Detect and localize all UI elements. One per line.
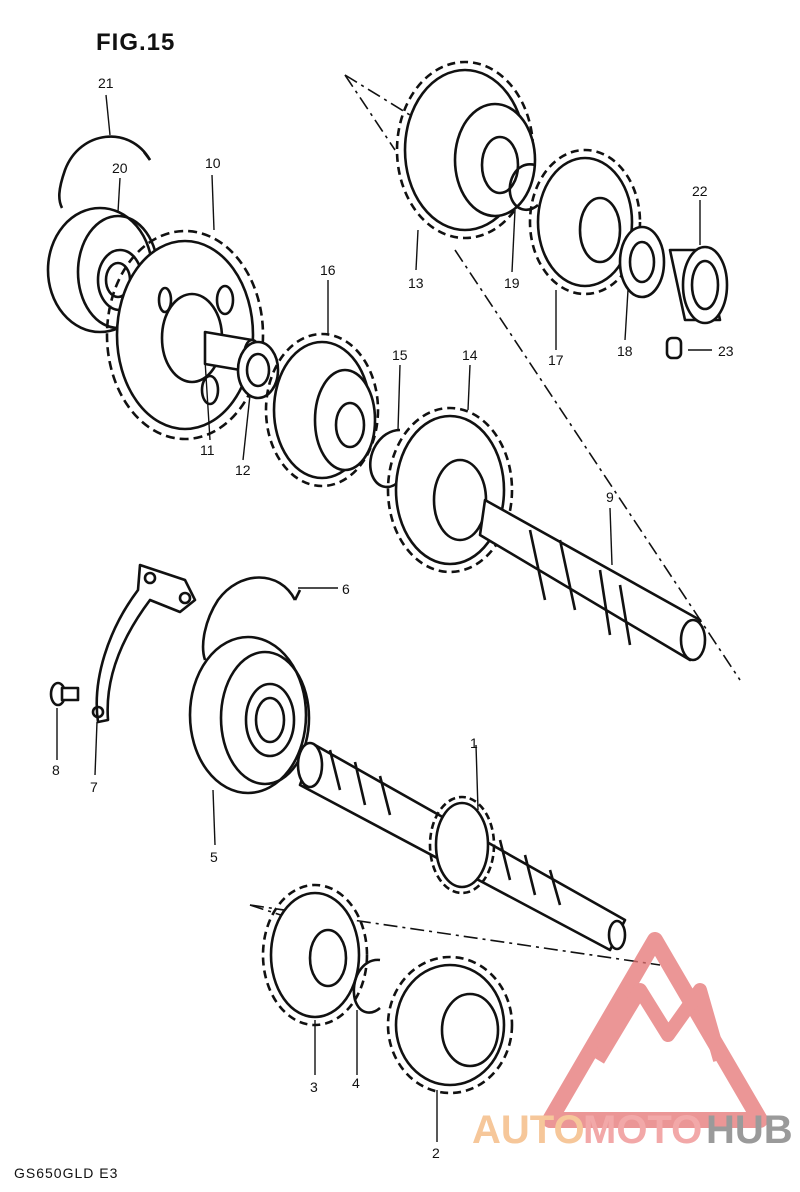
callout-10: 10 — [205, 155, 221, 171]
shaft-9 — [478, 498, 707, 662]
watermark-triangle-icon — [542, 932, 768, 1128]
model-code: GS650GLD E3 — [14, 1165, 118, 1181]
callout-20: 20 — [112, 160, 128, 176]
callout-5: 5 — [210, 849, 218, 865]
dowel-pin-23 — [665, 336, 712, 360]
countershaft-1 — [296, 741, 627, 952]
circlip-15 — [369, 428, 402, 489]
callout-9: 9 — [606, 489, 614, 505]
callout-16: 16 — [320, 262, 336, 278]
gear-17 — [528, 148, 642, 296]
callout-3: 3 — [310, 1079, 318, 1095]
washer-12 — [236, 340, 280, 400]
callout-6: 6 — [342, 581, 350, 597]
watermark-logo — [542, 932, 768, 1128]
figure-title: FIG.15 — [96, 29, 175, 56]
gear-10 — [105, 229, 265, 441]
callout-14: 14 — [462, 347, 478, 363]
circlip-6 — [201, 576, 302, 661]
callout-2: 2 — [432, 1145, 440, 1161]
watermark-hub: HUB — [706, 1108, 793, 1152]
screw-8 — [49, 681, 80, 707]
callout-12: 12 — [235, 462, 251, 478]
callout-23: 23 — [718, 343, 734, 359]
gear-2 — [386, 955, 514, 1095]
callout-18: 18 — [617, 343, 633, 359]
gear-13 — [395, 60, 537, 240]
bearing-retainer-7 — [91, 563, 197, 724]
callout-19: 19 — [504, 275, 520, 291]
circlip-21 — [58, 135, 152, 209]
watermark-text: AUTO MOTO HUB — [472, 1108, 793, 1152]
circlip-4 — [352, 958, 381, 1014]
callout-1: 1 — [470, 735, 478, 751]
leader-lines — [56, 94, 701, 1142]
washer-18 — [618, 225, 666, 299]
gear-3 — [261, 883, 369, 1027]
callout-17: 17 — [548, 352, 564, 368]
watermark-auto: AUTO — [472, 1108, 585, 1152]
callout-21: 21 — [98, 75, 114, 91]
needle-bearing-22 — [668, 245, 729, 325]
callout-13: 13 — [408, 275, 424, 291]
gear-14 — [386, 406, 514, 574]
callout-15: 15 — [392, 347, 408, 363]
callout-11: 11 — [200, 442, 215, 458]
callout-4: 4 — [352, 1075, 360, 1091]
callout-labels: 1 2 3 4 5 6 7 8 9 10 11 12 13 14 15 16 1… — [52, 75, 734, 1161]
watermark-moto: MOTO — [583, 1108, 702, 1152]
callout-7: 7 — [90, 779, 98, 795]
callout-22: 22 — [692, 183, 708, 199]
bearing-5 — [188, 635, 311, 795]
callout-8: 8 — [52, 762, 60, 778]
gear-16 — [264, 332, 380, 488]
